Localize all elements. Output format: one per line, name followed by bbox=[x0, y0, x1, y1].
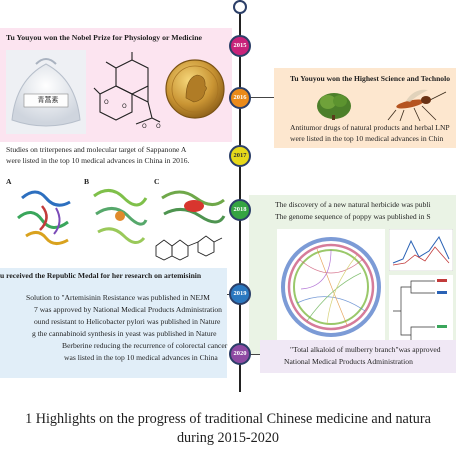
year-node-2017: 2017 bbox=[229, 145, 251, 167]
nobel-medal-image bbox=[165, 59, 225, 119]
panel-2020-line2: National Medical Products Administration bbox=[284, 357, 413, 366]
protein-structure-c bbox=[161, 190, 226, 224]
connector-2016 bbox=[240, 97, 274, 98]
panel-2018: The discovery of a new natural herbicide… bbox=[249, 195, 456, 355]
figure-label-c: C bbox=[154, 177, 160, 186]
year-node-2020: 2020 bbox=[229, 343, 251, 365]
panel-2019-title: u received the Republic Medal for her re… bbox=[0, 271, 202, 280]
panel-2017-line2: were listed in the top 10 medical advanc… bbox=[6, 156, 190, 165]
panel-2016-line2: were listed in the top 10 medical advanc… bbox=[290, 134, 444, 143]
herb-plant-image bbox=[317, 93, 351, 120]
panel-2017: Studies on triterpenes and molecular tar… bbox=[0, 142, 232, 264]
mosquito-image bbox=[387, 89, 447, 122]
panel-2019-line3: ound resistant to Helicobacter pylori wa… bbox=[34, 317, 221, 326]
phylogenetic-tree-diagram bbox=[389, 275, 453, 349]
year-node-2018: 2018 bbox=[229, 199, 251, 221]
timeline-spine bbox=[239, 0, 241, 392]
panel-2016-title: Tu Youyou won the Highest Science and Te… bbox=[290, 74, 450, 83]
figure-caption-line2: during 2015-2020 bbox=[176, 430, 280, 446]
panel-2015: Tu Youyou won the Nobel Prize for Physio… bbox=[0, 28, 232, 143]
panel-2020: "Total alkaloid of mulberry branch"was a… bbox=[260, 340, 456, 373]
protein-structure-b bbox=[93, 189, 148, 244]
panel-2019-line1: Solution to "Artemisinin Resistance was … bbox=[26, 293, 210, 302]
sappanone-a-structure-diagram bbox=[155, 235, 223, 261]
herbicide-line-chart bbox=[389, 229, 453, 271]
figure-caption-line1: 1 Highlights on the progress of traditio… bbox=[25, 411, 431, 427]
year-node-2019: 2019 bbox=[229, 283, 251, 305]
panel-2019-line5: Berberine reducing the recurrence of col… bbox=[62, 341, 228, 350]
panel-2016-line1: Antitumor drugs of natural products and … bbox=[290, 123, 450, 132]
artemisinin-structure-diagram: O O O O bbox=[93, 52, 161, 130]
panel-2017-line1: Studies on triterpenes and molecular tar… bbox=[6, 145, 187, 154]
panel-2015-title: Tu Youyou won the Nobel Prize for Physio… bbox=[6, 33, 203, 42]
protein-structure-a bbox=[17, 190, 71, 245]
svg-text:O: O bbox=[104, 99, 109, 106]
panel-2020-line1: "Total alkaloid of mulberry branch"was a… bbox=[290, 345, 441, 354]
powder-label: 青蒿素 bbox=[37, 96, 59, 104]
figure-label-a: A bbox=[6, 177, 12, 186]
year-node-2015: 2015 bbox=[229, 35, 251, 57]
panel-2019-line6: was listed in the top 10 medical advance… bbox=[64, 353, 218, 362]
svg-text:O: O bbox=[122, 103, 127, 110]
genome-circos-plot bbox=[277, 229, 385, 347]
figure-label-b: B bbox=[84, 177, 90, 186]
year-node-2016: 2016 bbox=[229, 87, 251, 109]
panel-2016: Tu Youyou won the Highest Science and Te… bbox=[274, 68, 456, 148]
panel-2018-line2: The genome sequence of poppy was publish… bbox=[275, 212, 431, 221]
panel-2018-line1: The discovery of a new natural herbicide… bbox=[275, 200, 431, 209]
svg-text:O: O bbox=[142, 123, 147, 130]
panel-2019-line4: g the cannabinoid synthesis in yeast was… bbox=[32, 329, 217, 338]
panel-2019: u received the Republic Medal for her re… bbox=[0, 268, 227, 378]
svg-text:O: O bbox=[156, 123, 161, 130]
timeline-top-ring bbox=[233, 0, 247, 14]
artemisinin-powder-image bbox=[6, 50, 86, 134]
panel-2019-line2: 7 was approved by National Medical Produ… bbox=[34, 305, 222, 314]
